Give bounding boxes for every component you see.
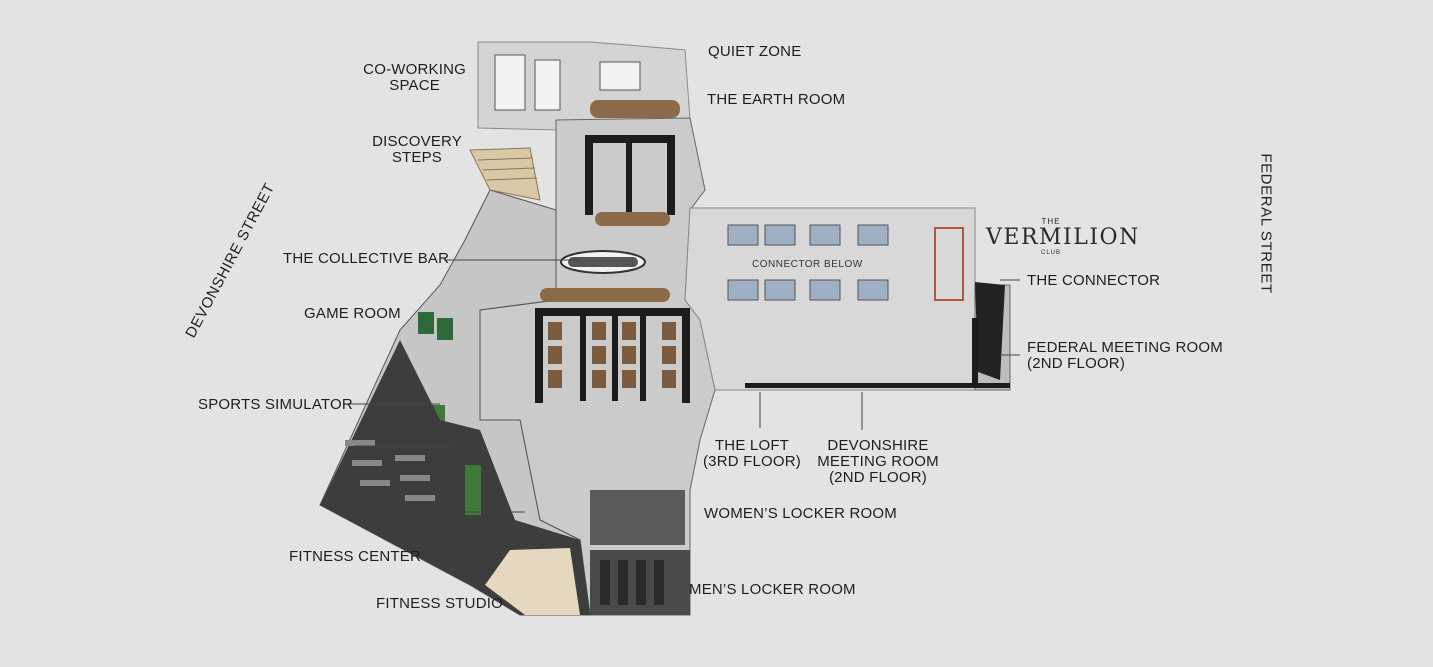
game-room-tables (418, 312, 453, 340)
connector-tables (727, 224, 889, 301)
banquette-seating (540, 100, 680, 302)
label-mens-locker-room: MEN’S LOCKER ROOM (689, 581, 856, 598)
label-fitness-center: FITNESS CENTER (289, 548, 421, 565)
long-table (934, 227, 964, 301)
label-discovery-line2: STEPS (391, 149, 442, 166)
label-game-room: GAME ROOM (304, 305, 401, 322)
label-co-working-line1: CO-WORKING (363, 61, 466, 78)
locker-rooms (590, 490, 690, 615)
label-fitness-studio: FITNESS STUDIO (376, 595, 503, 612)
fitness-studio-floor (485, 548, 580, 615)
label-sports-simulator: SPORTS SIMULATOR (198, 396, 353, 413)
discovery-steps-area (469, 147, 541, 201)
label-womens-locker-room: WOMEN’S LOCKER ROOM (704, 505, 897, 522)
leader-lines (348, 259, 1020, 513)
label-co-working-line2: SPACE (389, 77, 440, 94)
bar-counter (568, 257, 638, 267)
interior-walls (535, 135, 1010, 403)
logo-club: CLUB (1040, 250, 1061, 256)
label-devonshire-line2: MEETING ROOM (817, 453, 939, 470)
fitness-center-floor (320, 340, 590, 615)
logo-the: THE (1041, 217, 1061, 226)
logo-name: VERMILION (986, 225, 1140, 250)
label-federal-meeting-line1: FEDERAL MEETING ROOM (1027, 339, 1223, 356)
label-devonshire-line3: (2ND FLOOR) (828, 469, 928, 486)
core-cells (548, 322, 676, 388)
label-the-loft: THE LOFT (3RD FLOOR) (702, 438, 802, 470)
label-devonshire-line1: DEVONSHIRE (827, 437, 929, 454)
label-collective-bar: THE COLLECTIVE BAR (283, 250, 450, 267)
label-quiet-zone: QUIET ZONE (708, 43, 802, 60)
fitness-equipment (345, 440, 435, 501)
label-co-working-space: CO-WORKING SPACE (346, 62, 466, 94)
label-discovery-line1: DISCOVERY (372, 133, 462, 150)
label-federal-meeting-line2: (2ND FLOOR) (1027, 355, 1126, 372)
vermilion-club-logo: THE VERMILION CLUB (986, 217, 1140, 257)
label-federal-meeting-room: FEDERAL MEETING ROOM (2ND FLOOR) (1027, 340, 1223, 372)
label-discovery-steps: DISCOVERY STEPS (352, 134, 462, 166)
connector-below-note: CONNECTOR BELOW (752, 259, 863, 270)
label-earth-room: THE EARTH ROOM (707, 91, 846, 108)
federal-street-label: FEDERAL STREET (1257, 153, 1275, 294)
label-loft-line1: THE LOFT (714, 437, 790, 454)
co-working-desks (494, 54, 641, 111)
label-connector: THE CONNECTOR (1027, 272, 1161, 289)
label-devonshire-meeting-room: DEVONSHIRE MEETING ROOM (2ND FLOOR) (812, 438, 944, 486)
label-loft-line2: (3RD FLOOR) (702, 453, 802, 470)
